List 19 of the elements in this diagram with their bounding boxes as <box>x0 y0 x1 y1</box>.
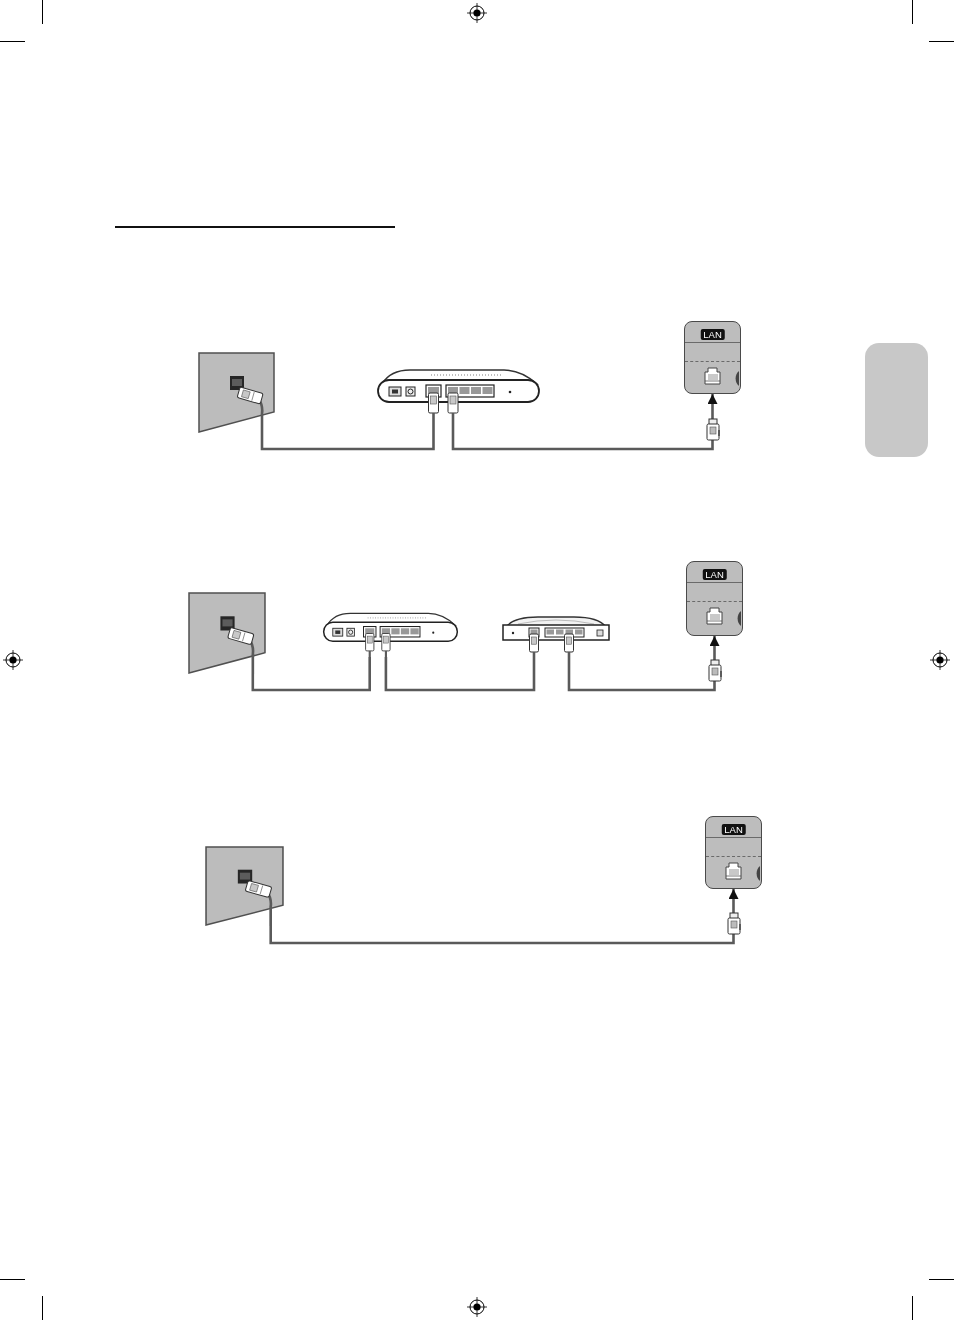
network-cable <box>251 657 371 692</box>
network-cable <box>269 889 739 945</box>
network-cable <box>451 394 718 451</box>
wall-jack-drawing <box>205 846 284 926</box>
lan-port-panel <box>686 561 743 636</box>
modem-drawing <box>376 366 541 420</box>
router-drawing <box>502 615 610 659</box>
lan-port-panel <box>705 816 762 889</box>
network-cable <box>567 636 720 692</box>
lan-port-panel <box>684 321 741 394</box>
section-tab <box>865 343 928 457</box>
port-label: LAN <box>700 329 725 340</box>
modem-drawing <box>322 610 459 657</box>
port-label: LAN <box>702 569 727 580</box>
network-cable <box>260 420 435 451</box>
port-label: LAN <box>721 824 746 835</box>
wall-jack-drawing <box>188 592 266 674</box>
wall-jack-drawing <box>198 352 275 433</box>
network-cable <box>384 657 536 692</box>
